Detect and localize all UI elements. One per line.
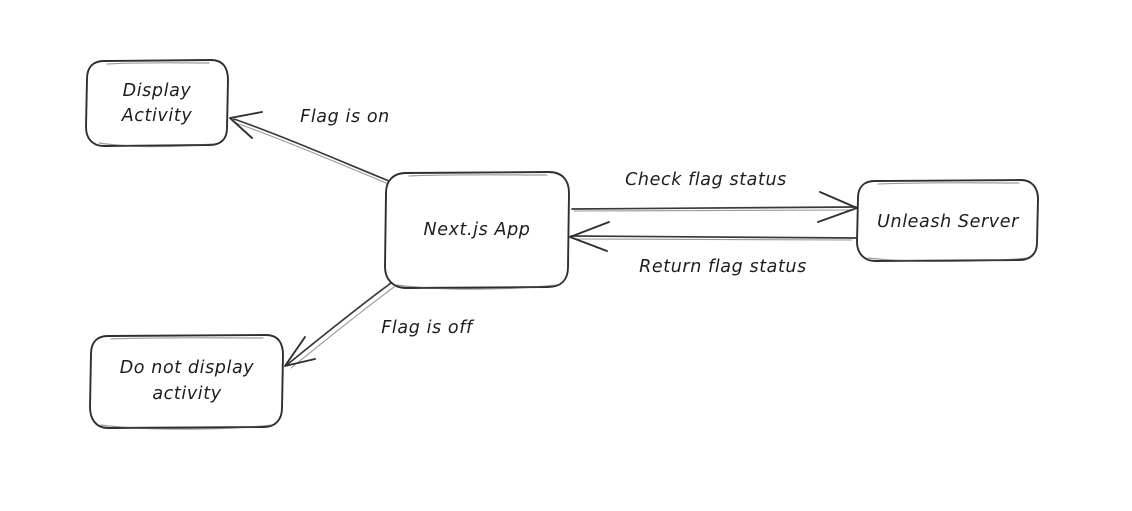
edge-check-flag-status-line (571, 206, 857, 210)
node-nextjs-app-sketch-top (408, 174, 548, 177)
edge-label-check-flag-status: Check flag status (625, 170, 787, 190)
node-do-not-display-activity-sketch-top (110, 337, 264, 340)
node-display-activity-label-line2: Activity (121, 106, 193, 126)
edge-return-flag-status-line (570, 235, 857, 239)
edge-flag-is-off-arrowhead (284, 336, 316, 367)
edge-flag-is-off[interactable]: Flag is off (284, 282, 475, 369)
node-unleash-server-sketch-bottom (867, 257, 1029, 262)
node-nextjs-app-label: Next.js App (424, 220, 531, 240)
node-nextjs-app[interactable]: Next.js App (384, 171, 570, 290)
node-display-activity-sketch-bottom (98, 142, 214, 148)
node-display-activity-shape (85, 59, 229, 147)
node-do-not-display-activity-label-line2: activity (152, 384, 221, 404)
edge-flag-is-on-arrowhead (229, 111, 263, 139)
edge-return-flag-status-line-ghost (574, 238, 853, 241)
edge-flag-is-off-line (287, 282, 392, 365)
node-display-activity[interactable]: Display Activity (85, 59, 229, 148)
node-do-not-display-activity[interactable]: Do not display activity (89, 334, 284, 430)
node-do-not-display-activity-sketch-bottom (100, 424, 273, 430)
node-unleash-server[interactable]: Unleash Server (856, 179, 1039, 262)
edge-check-flag-status-line-ghost (573, 209, 853, 212)
node-unleash-server-label: Unleash Server (877, 212, 1020, 232)
node-do-not-display-activity-label-line1: Do not display (120, 358, 255, 378)
edge-return-flag-status[interactable]: Return flag status (569, 221, 857, 277)
node-do-not-display-activity-shape (89, 334, 284, 429)
edge-label-return-flag-status: Return flag status (639, 257, 807, 277)
node-unleash-server-sketch-top (877, 182, 1020, 185)
edge-return-flag-status-arrowhead (569, 221, 610, 252)
node-nextjs-app-sketch-bottom (396, 284, 557, 290)
edge-flag-is-off-line-ghost (290, 286, 395, 369)
edge-check-flag-status[interactable]: Check flag status (571, 170, 858, 223)
edge-flag-is-on[interactable]: Flag is on (229, 107, 392, 186)
edge-label-flag-is-off: Flag is off (381, 318, 475, 338)
edge-label-flag-is-on: Flag is on (300, 107, 390, 127)
edge-flag-is-on-line (233, 118, 390, 182)
node-display-activity-sketch-top (106, 62, 210, 65)
node-display-activity-label-line1: Display (123, 81, 192, 101)
node-unleash-server-shape (856, 179, 1039, 262)
node-nextjs-app-shape (384, 171, 570, 289)
edge-flag-is-on-line-ghost (235, 122, 392, 186)
